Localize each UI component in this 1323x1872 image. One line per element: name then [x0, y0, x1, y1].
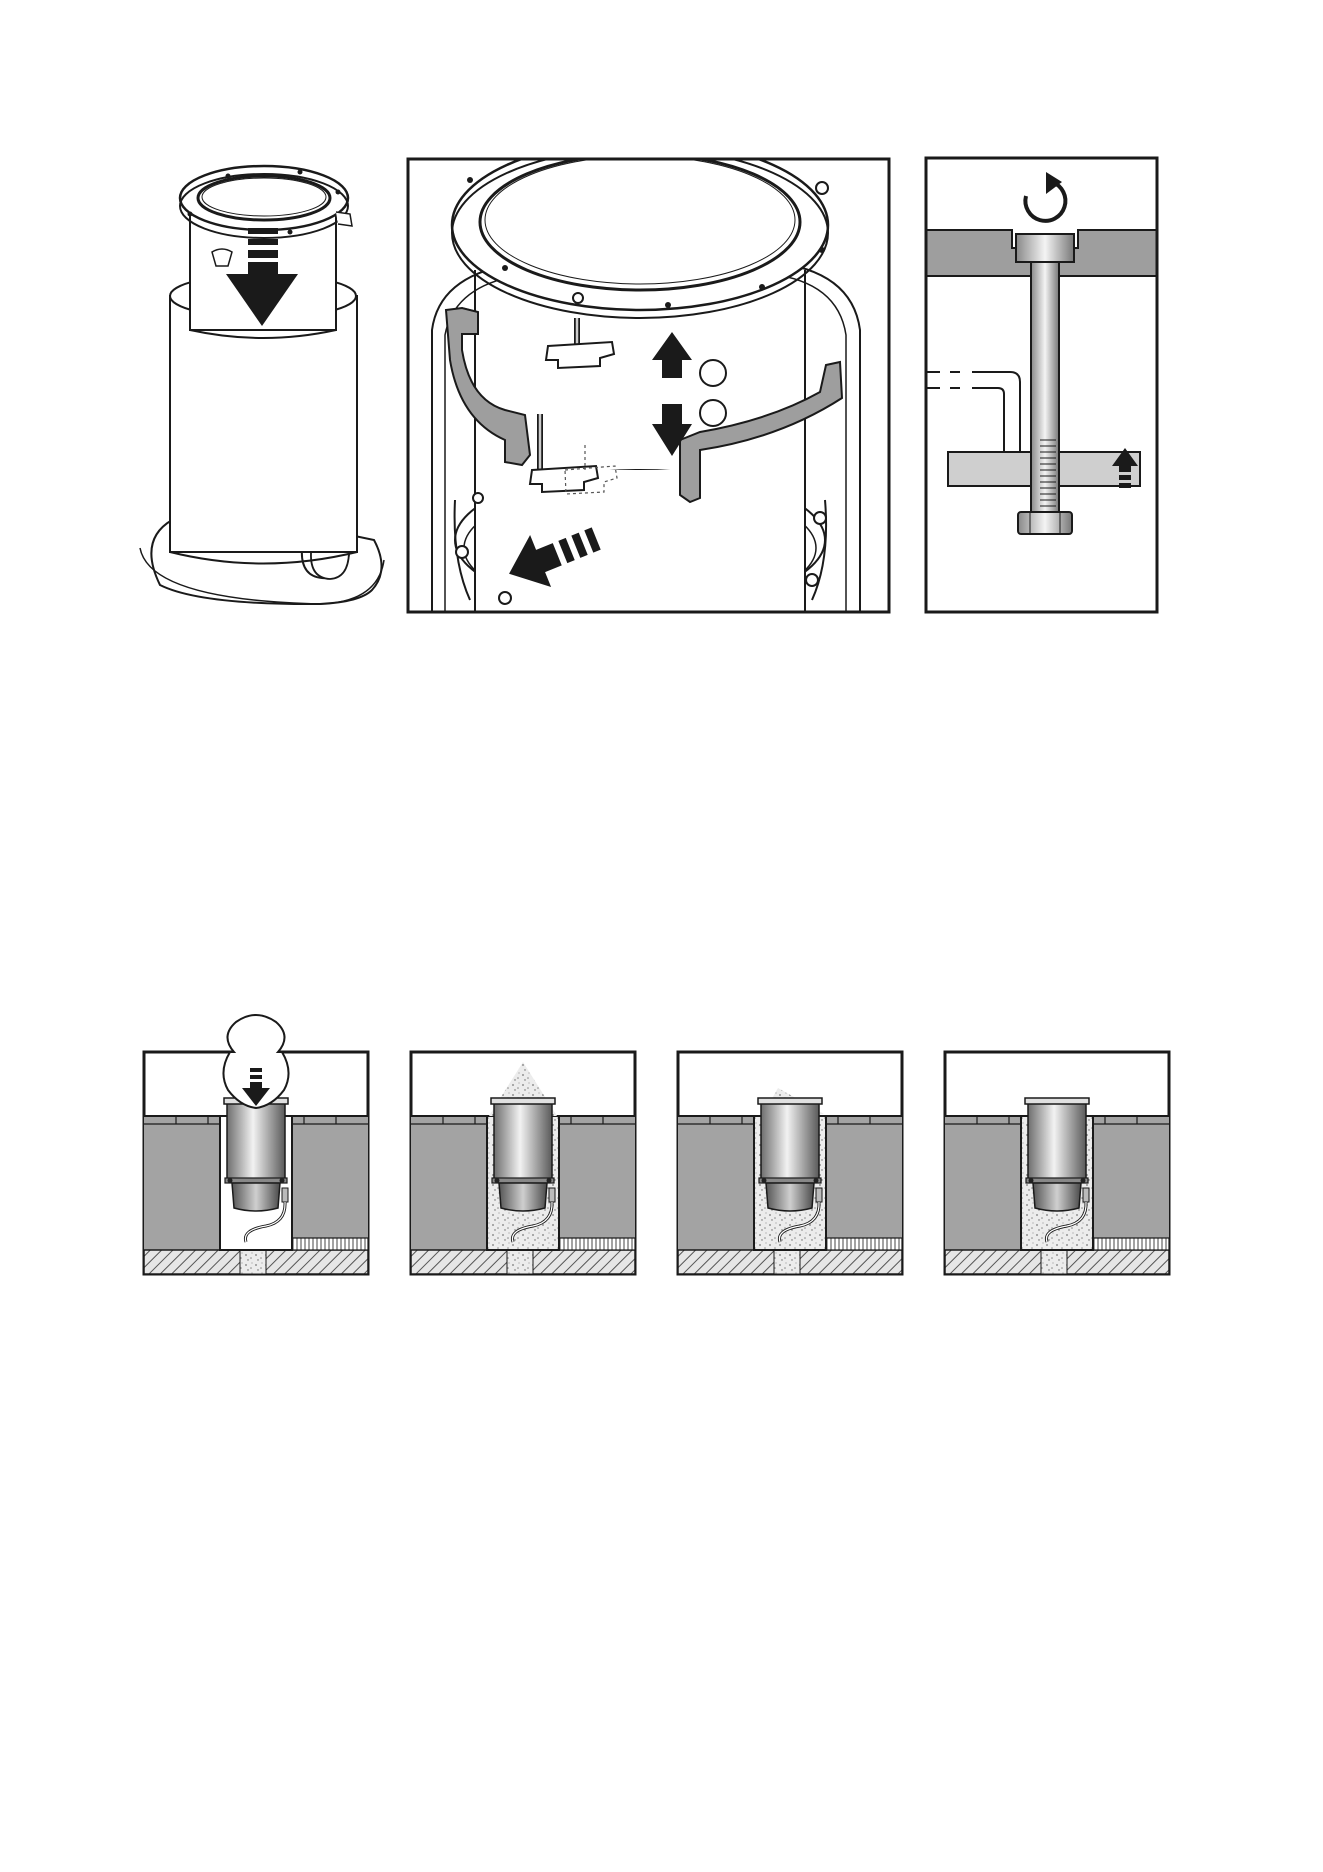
figure-step-fill-partial [678, 1052, 902, 1274]
figure-step-fill-gravel [411, 1052, 635, 1274]
figure-bolt-detail [926, 158, 1157, 612]
figure-clamp-detail [408, 140, 889, 612]
figure-sleeve-insert [140, 166, 384, 604]
figure-step-finished [945, 1052, 1169, 1274]
figure-step-insert-fixture [144, 1015, 368, 1274]
